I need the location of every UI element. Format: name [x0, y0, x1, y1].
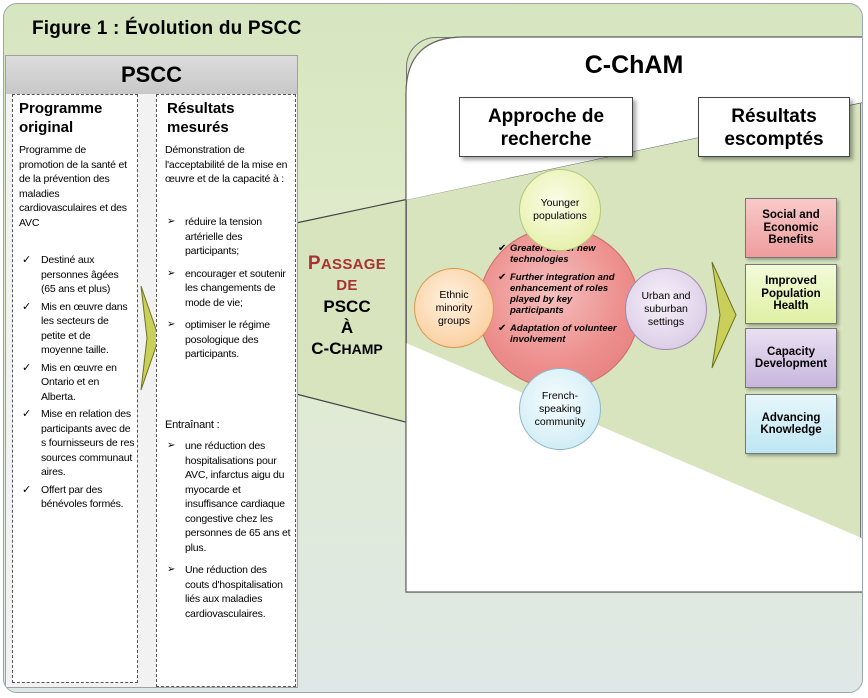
list-item: ➢une réduction des hospitalisations pour… — [167, 440, 291, 554]
center-circle — [478, 227, 640, 389]
list-item: ✓Destiné aux personnes âgées (65 ans et … — [22, 254, 119, 295]
arrow-bullet-icon: ➢ — [167, 267, 176, 279]
center-circle-list: ✔Greater use of new technologies ✔Furthe… — [498, 243, 622, 352]
checkmark-icon: ✔ — [498, 272, 507, 283]
list-item: ✓Offert par des bénévoles formés. — [22, 483, 124, 511]
passage-line-5: C-CHAMP — [311, 339, 383, 358]
list-item: ✓Mis en œuvre en Ontario et en Alberta. — [22, 361, 117, 403]
checkmark-icon: ✓ — [22, 254, 32, 266]
outcome-social-economic: Social and Economic Benefits — [745, 198, 837, 258]
resultats-description: Démonstration de l'acceptabilité de la m… — [165, 144, 288, 185]
checkmark-icon: ✓ — [22, 483, 32, 496]
checkmark-icon: ✔ — [498, 243, 507, 254]
passage-line-4: À — [340, 318, 354, 337]
resultats-items: ➢réduire la tension artérielle des parti… — [165, 215, 291, 370]
entrainant-label: Entraînant : — [165, 419, 220, 431]
approche-box: Approche de recherche — [459, 97, 633, 157]
circle-french-speaking: French-speaking community — [519, 368, 601, 450]
list-item: ✓Mise en relation des participants avec … — [22, 408, 135, 478]
chevron-right-icon — [140, 285, 160, 391]
outcome-advancing-knowledge: Advancing Knowledge — [745, 394, 837, 454]
arrow-bullet-icon: ➢ — [167, 319, 176, 330]
checkmark-icon: ✔ — [498, 323, 507, 334]
circle-ethnic-minority: Ethnic minority groups — [414, 268, 494, 348]
circle-urban-suburban: Urban and suburban settings — [625, 268, 707, 350]
arrow-bullet-icon: ➢ — [167, 564, 176, 575]
pscc-panel: PSCC Programme original Programme de pro… — [5, 55, 298, 688]
arrow-bullet-icon: ➢ — [167, 440, 176, 451]
passage-line-3: PSCC — [323, 297, 371, 316]
checkmark-icon: ✓ — [22, 408, 32, 420]
pscc-title: PSCC — [6, 56, 297, 94]
checkmark-icon: ✓ — [22, 300, 32, 313]
resultats-mesures-heading: Résultats mesurés — [167, 100, 235, 136]
programme-description: Programme de promotion de la santé et de… — [19, 144, 127, 229]
resultats-mesures-column: Résultats mesurés Démonstration de l'acc… — [156, 94, 296, 687]
cham-title: C-ChAM — [584, 51, 684, 79]
checkmark-icon: ✓ — [22, 361, 32, 374]
list-item: ➢réduire la tension artérielle des parti… — [167, 216, 262, 257]
list-item: ➢optimiser le régime posologique des par… — [167, 319, 270, 360]
arrow-bullet-icon: ➢ — [167, 216, 176, 227]
passage-label: PASSAGE DE PSCC À C-CHAMP — [297, 253, 397, 360]
list-item: ✓Mis en œuvre dans les secteurs de petit… — [22, 300, 128, 357]
passage-line-2: DE — [336, 277, 358, 294]
list-item: ➢encourager et soutenir les changements … — [167, 267, 286, 309]
list-item: ➢Une réduction des couts d'hospitalisati… — [167, 564, 283, 620]
programme-original-column: Programme original Programme de promotio… — [12, 94, 138, 683]
resultats-escomptes-box: Résultats escomptés — [698, 97, 850, 157]
center-item: ✔Adaptation of volunteer involvement — [498, 323, 617, 345]
figure-frame: Figure 1 : Évolution du PSCC C-ChAM Appr… — [3, 3, 863, 693]
figure-title: Figure 1 : Évolution du PSCC — [32, 18, 302, 39]
programme-items: ✓Destiné aux personnes âgées (65 ans et … — [19, 253, 135, 517]
passage-line-1: PASSAGE — [307, 253, 387, 274]
outcome-population-health: Improved Population Health — [745, 264, 837, 324]
circle-younger-populations: Younger populations — [519, 169, 601, 251]
center-item: ✔Further integration and enhancement of … — [498, 272, 615, 316]
chevron-right-icon — [711, 261, 737, 369]
programme-original-heading: Programme original — [19, 100, 103, 136]
consequence-items: ➢une réduction des hospitalisations pour… — [165, 439, 291, 629]
outcome-capacity-development: Capacity Development — [745, 328, 837, 388]
